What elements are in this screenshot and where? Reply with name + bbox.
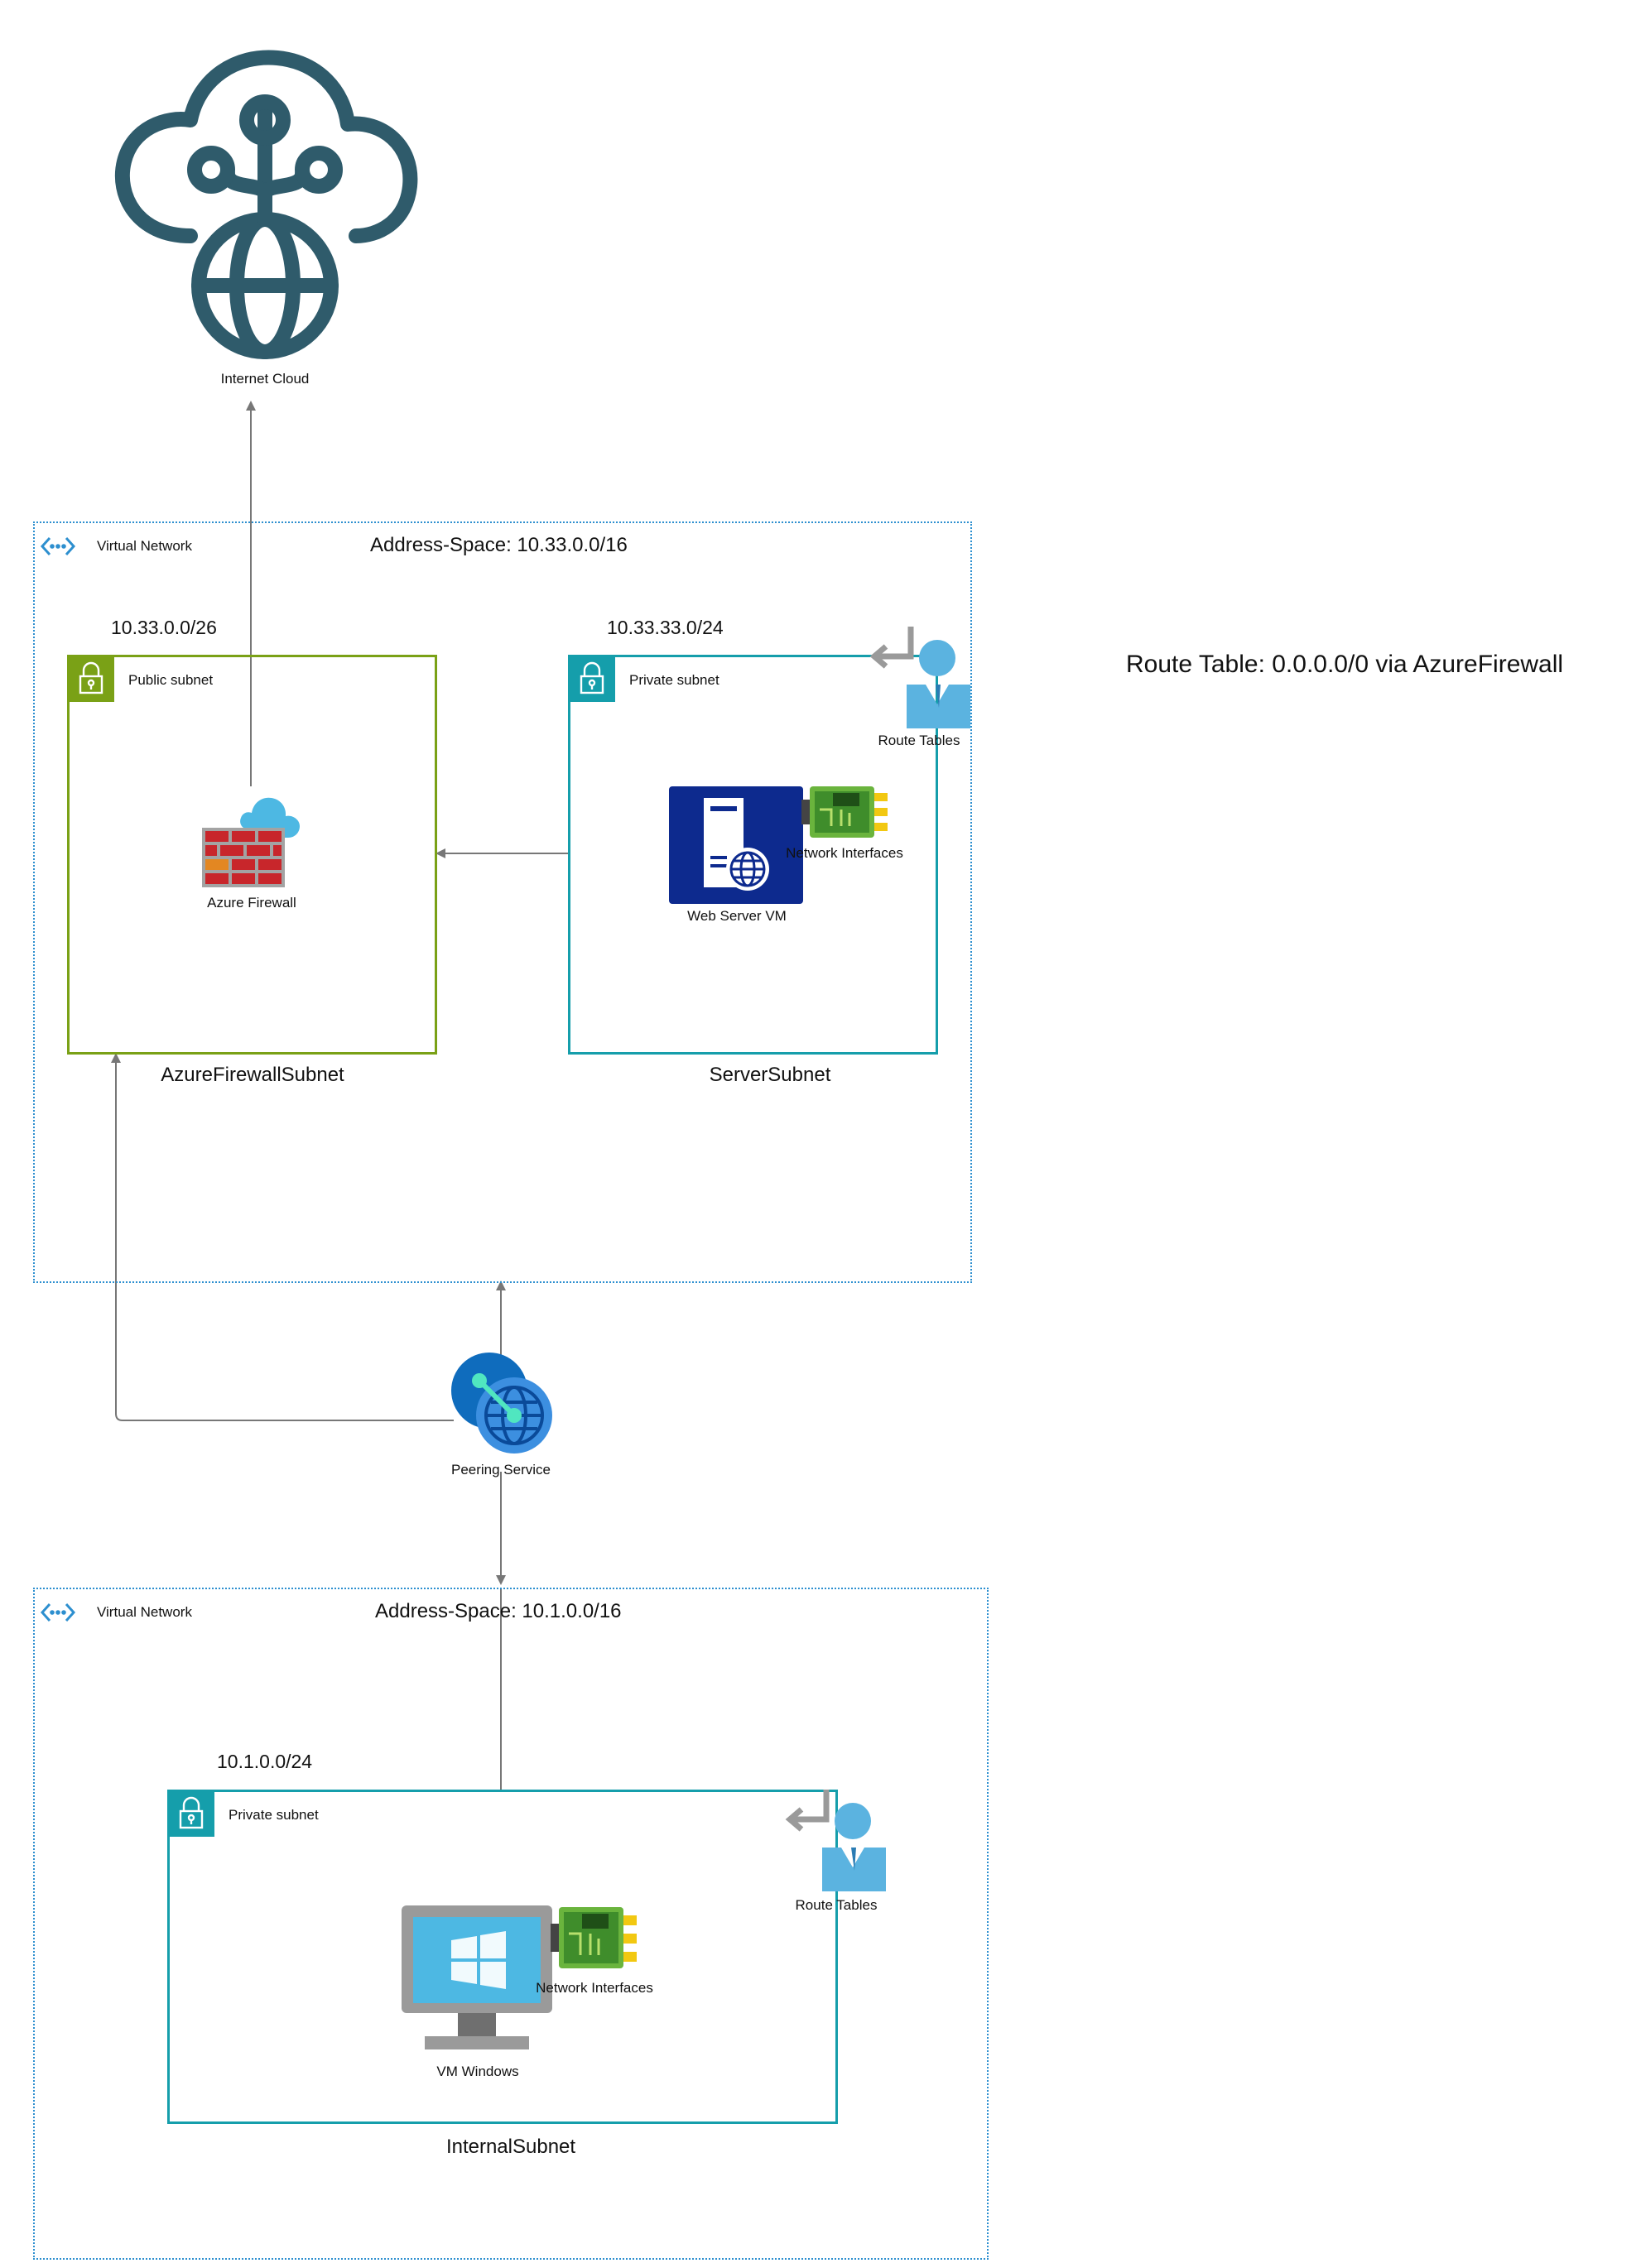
peering-service-label: Peering Service (450, 1462, 551, 1478)
server-nic-icon (801, 785, 891, 843)
route-table-note: Route Table: 0.0.0.0/0 via AzureFirewall (1126, 651, 1564, 678)
public-subnet-cidr: 10.33.0.0/26 (111, 617, 217, 638)
hub-vnet-label: Virtual Network (97, 538, 192, 554)
web-server-vm-icon (669, 786, 806, 908)
peering-to-firewall-arrow (111, 1053, 454, 1421)
public-subnet: Public subnet (67, 655, 437, 1055)
route-tables-icon (869, 625, 973, 733)
internal-subnet-name: InternalSubnet (445, 2136, 576, 2158)
vm-windows-label: VM Windows (436, 2064, 519, 2079)
lock-icon (68, 656, 114, 702)
internet-cloud (91, 29, 439, 360)
public-subnet-type: Public subnet (128, 672, 214, 688)
internal-subnet: Private subnet (167, 1790, 838, 2124)
spoke-vnet-label: Virtual Network (97, 1604, 192, 1620)
azure-firewall-icon (197, 786, 305, 894)
public-subnet-name: AzureFirewallSubnet (161, 1064, 344, 1086)
vm-windows-icon (402, 1905, 555, 2063)
hub-address-space: Address-Space: 10.33.0.0/16 (370, 534, 628, 556)
internal-subnet-type: Private subnet (229, 1807, 319, 1823)
server-subnet-type: Private subnet (629, 672, 719, 688)
azure-firewall-label: Azure Firewall (207, 895, 296, 911)
lock-icon (569, 656, 615, 702)
server-subnet: Private subnet (568, 655, 938, 1055)
route-tables-icon (785, 1788, 888, 1896)
internal-nic-label: Network Interfaces (536, 1980, 653, 1996)
internal-subnet-cidr: 10.1.0.0/24 (217, 1751, 313, 1772)
internet-cloud-icon (114, 50, 418, 359)
web-server-vm-label: Web Server VM (687, 908, 787, 924)
server-route-tables-label: Route Tables (878, 733, 960, 748)
peering-service-icon (450, 1351, 554, 1459)
hub-virtual-network (33, 521, 972, 1283)
lock-icon (168, 1790, 214, 1837)
server-subnet-cidr: 10.33.33.0/24 (607, 617, 724, 638)
server-subnet-name: ServerSubnet (709, 1064, 831, 1086)
spoke-address-space: Address-Space: 10.1.0.0/16 (375, 1600, 622, 1622)
internal-nic-icon (551, 1905, 640, 1976)
hub-vnet-icon (40, 535, 76, 562)
internal-route-tables-label: Route Tables (795, 1897, 878, 1913)
spoke-vnet-icon (40, 1601, 76, 1628)
server-nic-label: Network Interfaces (786, 845, 903, 861)
internet-cloud-label: Internet Cloud (220, 371, 310, 387)
spoke-virtual-network (33, 1588, 989, 2260)
